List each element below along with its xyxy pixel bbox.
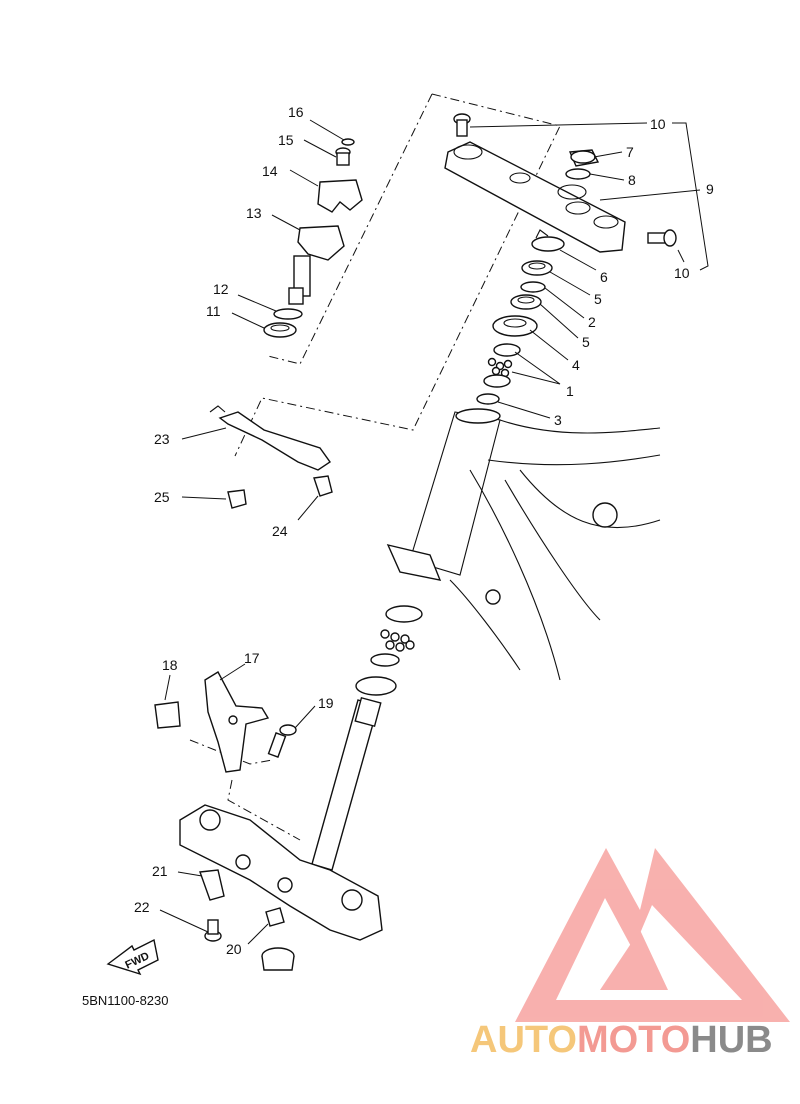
damper-18-icon [154,701,181,729]
fwd-arrow-icon: FWD [106,938,159,976]
callout-14: 14 [262,163,278,179]
callout-18: 18 [162,657,178,673]
washer-12-icon [273,308,303,320]
cable-guide-23-icon [209,405,331,471]
callout-23: 23 [154,431,170,447]
callout-2: 2 [588,314,596,330]
washer-2-icon [520,281,546,293]
callout-5-upper: 5 [594,291,602,307]
callout-11: 11 [206,303,221,319]
callout-5-lower: 5 [582,334,590,350]
callout-13: 13 [246,205,262,221]
callout-3: 3 [554,412,562,428]
clamp-21-icon [199,869,225,901]
frame-hole-icon [485,589,501,605]
callout-9: 9 [706,181,714,197]
under-bracket-icon [179,696,383,941]
callout-25: 25 [154,489,170,505]
callout-20: 20 [226,941,242,957]
ring-nut-5-upper-icon [521,260,553,276]
callout-24: 24 [272,523,288,539]
head-pipe-top-icon [455,408,501,424]
group-outline-upper [234,93,561,457]
nut-25-icon [227,489,247,509]
lower-race-icon [385,605,423,623]
watermark-part-3: HUB [690,1019,772,1061]
lower-race-2-icon [370,653,400,667]
callout-7: 7 [626,144,634,160]
group-outline-lower [189,739,301,841]
bolt-10-lower-icon [647,229,677,247]
clip-24-icon [313,475,333,497]
frame-headstock [386,408,661,681]
leader-lines [159,119,709,945]
upper-bracket-icon [444,141,626,253]
lock-washer-6-icon [531,229,565,252]
nut-20-icon [265,907,285,927]
callout-10-lower: 10 [674,265,690,281]
frame-boss-icon [592,502,618,528]
ring-nut-5-lower-icon [510,294,542,310]
callout-15: 15 [278,132,294,148]
upper-holder-14-icon [317,179,363,213]
bearing-cover-4-icon [492,315,538,337]
bearing-1-icon [483,343,521,388]
cap-nut-icon [261,947,295,971]
bolt-15-icon [335,147,351,166]
bolt-10-upper-icon [453,113,471,137]
bolt-19-icon [267,724,297,758]
callout-19: 19 [318,695,334,711]
callout-21: 21 [152,863,168,879]
callout-16: 16 [288,104,304,120]
callout-12: 12 [213,281,229,297]
watermark-logo [515,848,790,1022]
callout-22: 22 [134,899,150,915]
callout-6: 6 [600,269,608,285]
watermark-part-1: AUTO [470,1019,577,1061]
callout-numbers: 16 15 14 13 12 11 10 7 8 9 10 6 5 2 5 4 … [134,104,714,957]
callout-1: 1 [566,383,574,399]
diagram-code: 5BN1100-8230 [82,993,169,1008]
callout-10-upper: 10 [650,116,666,132]
frame-bracket-icon [386,543,442,581]
lower-holder-13-icon [288,225,345,305]
dust-seal-icon [355,676,397,696]
watermark-text: AUTOMOTOHUB [470,1019,773,1061]
watermark-part-2: MOTO [577,1019,690,1061]
lower-balls-icon [380,629,415,652]
stay-17-icon [204,671,270,773]
callout-17: 17 [244,650,260,666]
washer-8-icon [565,168,591,180]
bolt-22-icon [204,919,222,942]
cap-16-icon [341,138,355,146]
callout-8: 8 [628,172,636,188]
nut-7-icon [568,149,600,167]
callout-4: 4 [572,357,580,373]
race-3-icon [476,393,500,405]
damper-11-icon [263,322,297,338]
